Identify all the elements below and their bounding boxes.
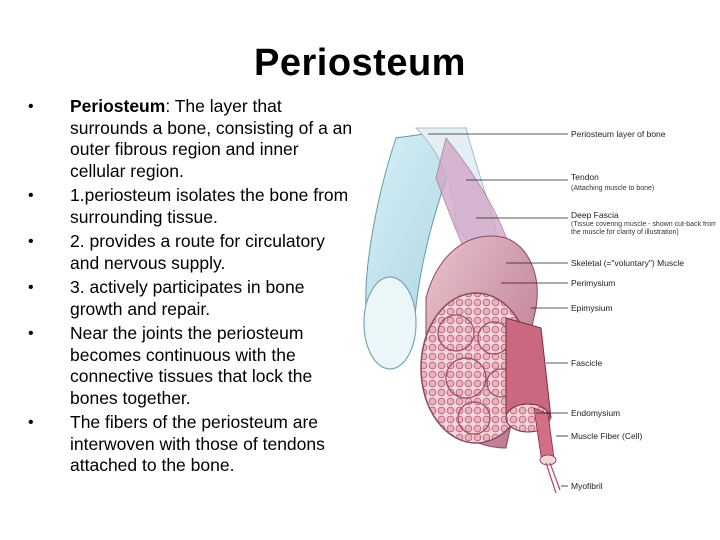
bullet-lead: Periosteum [70, 96, 166, 116]
muscle-anatomy-svg: Periosteum layer of bone Tendon (Attachi… [363, 127, 716, 494]
label-tendon: Tendon [571, 172, 599, 182]
bullet-item: Near the joints the periosteum becomes c… [28, 323, 358, 409]
muscle-anatomy-diagram: Periosteum layer of bone Tendon (Attachi… [356, 118, 716, 498]
bullet-text: The fibers of the periosteum are interwo… [70, 412, 325, 475]
bullet-text: Near the joints the periosteum becomes c… [70, 323, 313, 408]
label-epimysium: Epimysium [571, 303, 613, 313]
bullet-text: 1.periosteum isolates the bone from surr… [70, 185, 349, 227]
leader-lines [428, 133, 568, 487]
bullet-list: Periosteum: The layer that surrounds a b… [28, 96, 358, 480]
bullet-item: 3. actively participates in bone growth … [28, 277, 358, 320]
bullet-text: 3. actively participates in bone growth … [70, 277, 305, 319]
label-deep-fascia: Deep Fascia [571, 210, 619, 220]
label-myofibril: Myofibril [571, 481, 603, 491]
bullet-text: : The layer that surrounds a bone, consi… [70, 96, 353, 181]
myofibril-shape [545, 462, 561, 494]
label-endomysium: Endomysium [571, 408, 620, 418]
label-fascicle: Fascicle [571, 358, 602, 368]
bullet-item: 1.periosteum isolates the bone from surr… [28, 185, 358, 228]
label-deep-fascia-sub-wrap: (Tissue covering muscle - shown cut-back… [571, 221, 716, 236]
label-deep-fascia-sub: (Tissue covering muscle - shown cut-back… [571, 221, 716, 236]
bullet-text: 2. provides a route for circulatory and … [70, 231, 325, 273]
label-skeletal-muscle: Skeletal (="voluntary") Muscle [571, 258, 684, 268]
slide-title: Periosteum [254, 42, 466, 84]
label-tendon-sub: (Attaching muscle to bone) [571, 185, 654, 192]
label-periosteum-layer: Periosteum layer of bone [571, 129, 666, 139]
label-muscle-fiber: Muscle Fiber (Cell) [571, 431, 642, 441]
bullet-item: 2. provides a route for circulatory and … [28, 231, 358, 274]
label-perimysium: Perimysium [571, 278, 615, 288]
bullet-item: The fibers of the periosteum are interwo… [28, 412, 358, 477]
bullet-item: Periosteum: The layer that surrounds a b… [28, 96, 358, 182]
